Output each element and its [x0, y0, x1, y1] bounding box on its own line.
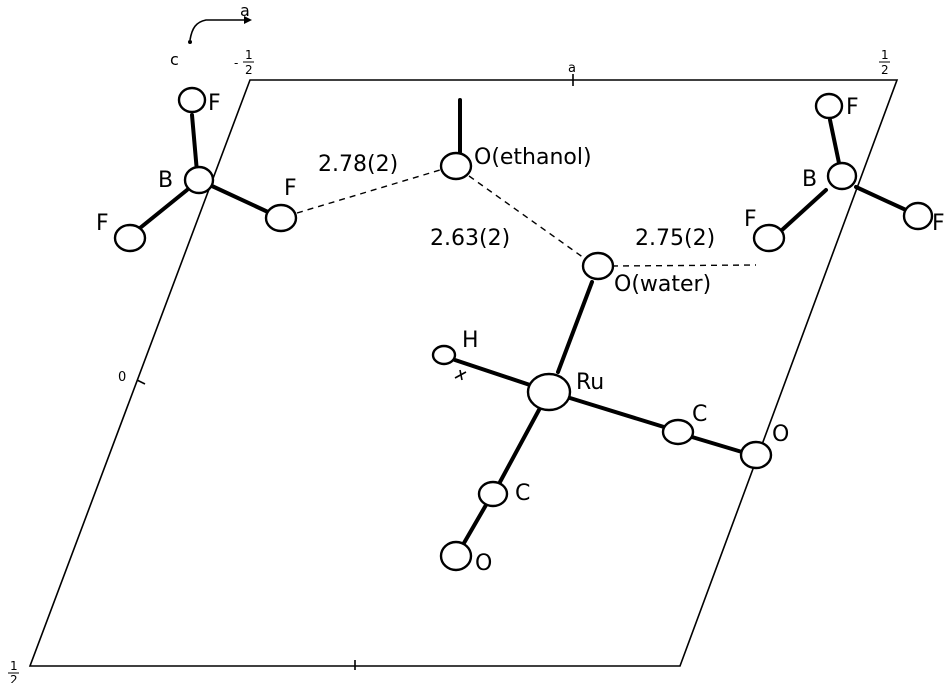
- atom-f-right-left: [752, 223, 786, 253]
- frac-right-num: 1: [881, 48, 889, 62]
- label-b-right: B: [802, 167, 817, 192]
- hbond-ethanol-water: [468, 175, 585, 259]
- unit-cell-outline: [28, 79, 899, 667]
- atom-o-right: [739, 440, 773, 470]
- bond-ru-c-right: [568, 396, 666, 429]
- atom-o-water: [581, 251, 615, 281]
- label-b-left: B: [158, 168, 173, 193]
- atom-o-ethanol: [439, 151, 473, 181]
- label-o-ethanol: O(ethanol): [474, 145, 592, 170]
- atom-b-left: [183, 165, 215, 195]
- label-o-bottom: O: [475, 551, 492, 576]
- label-c-right: C: [692, 402, 707, 427]
- atom-c-right: [661, 418, 695, 446]
- atom-f-right-right: [902, 201, 934, 231]
- label-ru: Ru: [576, 370, 604, 395]
- bond-c-o-bottom: [462, 503, 488, 545]
- bond-bf-right-left: [780, 188, 828, 232]
- frac-left-num: 1: [245, 48, 253, 62]
- frac-minus-sign: -: [234, 56, 238, 70]
- label-h: H: [462, 328, 479, 353]
- distance-label-3: 2.75(2): [635, 226, 715, 251]
- distance-label-2: 2.63(2): [430, 226, 510, 251]
- atom-o-bottom: [439, 540, 473, 572]
- axis-arrowhead: [244, 16, 252, 24]
- label-f-right-left: F: [744, 207, 757, 232]
- bond-ru-h: [453, 358, 532, 387]
- distance-label-1: 2.78(2): [318, 152, 398, 177]
- axis-indicator: [189, 19, 248, 41]
- label-f-left-right: F: [284, 176, 297, 201]
- atom-h-cross-2: [459, 369, 463, 381]
- bond-c-o-right: [690, 435, 744, 454]
- bond-bf-left-bottom: [138, 188, 189, 230]
- frac-right-den: 2: [881, 63, 889, 77]
- cell-top-a-label: a: [568, 61, 576, 76]
- cell-tick-zero: [136, 379, 146, 385]
- label-f-left-bottom: F: [96, 211, 109, 236]
- frac-bottom-den: 2: [10, 673, 18, 683]
- bond-bf-left-right: [210, 184, 270, 214]
- bond-bf-left-top: [190, 113, 199, 174]
- atom-f-left-bottom: [113, 223, 147, 253]
- bond-bf-right-right: [854, 185, 908, 212]
- label-f-left-top: F: [208, 91, 221, 116]
- label-f-right-top: F: [846, 95, 859, 120]
- frac-left-den: 2: [245, 63, 253, 77]
- atom-ru: [526, 372, 572, 412]
- axis-c-dot: [188, 40, 192, 44]
- hbond-f-ethanol: [296, 169, 441, 214]
- label-f-right-right: F: [932, 211, 945, 236]
- cell-zero-label: 0: [118, 370, 126, 385]
- label-o-water: O(water): [614, 272, 711, 297]
- bond-bf-right-top: [828, 118, 841, 165]
- atom-c-bottom: [477, 480, 509, 508]
- atom-h: [431, 344, 457, 366]
- axis-a-label: a: [240, 1, 250, 20]
- label-o-right: O: [772, 422, 789, 447]
- atom-f-left-right: [264, 203, 298, 233]
- hbond-water-f: [611, 264, 757, 267]
- atom-f-left-top: [177, 86, 207, 114]
- atom-f-right-top: [814, 92, 844, 120]
- bond-ru-water: [556, 280, 594, 374]
- atom-b-right: [826, 161, 858, 191]
- label-c-bottom: C: [515, 481, 530, 506]
- frac-bottom-num: 1: [10, 659, 18, 673]
- axis-c-label: c: [170, 50, 179, 69]
- bond-ru-c-bottom: [498, 406, 542, 484]
